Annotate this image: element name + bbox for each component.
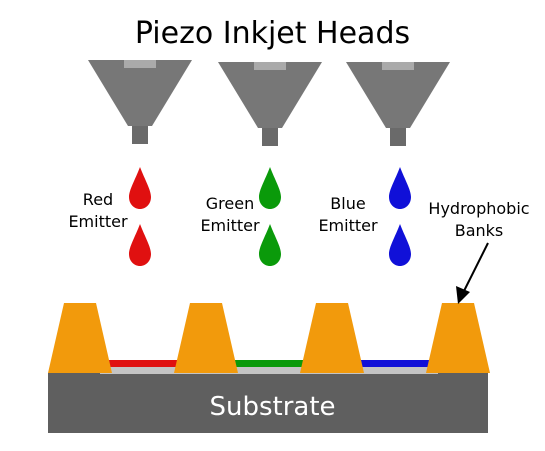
inkjet-head-nozzle bbox=[390, 128, 406, 146]
hydrophobic-banks-label-line1: Hydrophobic bbox=[428, 199, 530, 218]
red-droplet-upper bbox=[129, 167, 151, 209]
inkjet-head-body bbox=[88, 60, 192, 126]
blue-emitter-label-line2: Emitter bbox=[318, 216, 378, 235]
blue-droplets bbox=[389, 167, 411, 266]
blue-emitter-layer bbox=[360, 360, 434, 367]
red-emitter-layer bbox=[108, 360, 182, 367]
red-emitter-label-line1: Red bbox=[82, 190, 114, 209]
blue-droplet-upper bbox=[389, 167, 411, 209]
green-emitter-label-line2: Emitter bbox=[200, 216, 260, 235]
hydrophobic-banks-label-line2: Banks bbox=[454, 221, 504, 240]
green-droplet-lower bbox=[259, 224, 281, 266]
green-droplets bbox=[259, 167, 281, 266]
hydrophobic-bank-3 bbox=[300, 303, 364, 373]
inkjet-head-1 bbox=[88, 60, 192, 144]
inkjet-head-nozzle bbox=[132, 126, 148, 144]
substrate-label: Substrate bbox=[209, 392, 336, 422]
inkjet-head-top-highlight bbox=[124, 60, 156, 68]
green-emitter-label: Green Emitter bbox=[190, 193, 270, 237]
blue-emitter-label: Blue Emitter bbox=[308, 193, 388, 237]
red-emitter-label: Red Emitter bbox=[58, 189, 138, 233]
red-droplets bbox=[129, 167, 151, 266]
substrate-layer bbox=[48, 373, 488, 433]
inkjet-head-2 bbox=[218, 62, 322, 146]
banks-pointer-arrow-head bbox=[456, 286, 470, 304]
blue-droplet-lower bbox=[389, 224, 411, 266]
inkjet-head-body bbox=[346, 62, 450, 128]
hydrophobic-bank-1 bbox=[48, 303, 112, 373]
banks-pointer-arrow-line bbox=[462, 242, 489, 294]
inkjet-head-body bbox=[218, 62, 322, 128]
hydrophobic-bank-2 bbox=[174, 303, 238, 373]
green-droplet-upper bbox=[259, 167, 281, 209]
green-emitter-label-line1: Green bbox=[205, 194, 255, 213]
diagram-title: Piezo Inkjet Heads bbox=[134, 16, 411, 51]
red-droplet-lower bbox=[129, 224, 151, 266]
red-emitter-label-line2: Emitter bbox=[68, 212, 128, 231]
hydrophobic-bank-4 bbox=[426, 303, 490, 373]
inkjet-head-3 bbox=[346, 62, 450, 146]
inkjet-head-nozzle bbox=[262, 128, 278, 146]
inkjet-head-top-highlight bbox=[254, 62, 286, 70]
electrode-film bbox=[100, 366, 438, 374]
inkjet-head-top-highlight bbox=[382, 62, 414, 70]
hydrophobic-banks-label: Hydrophobic Banks bbox=[420, 198, 538, 242]
green-emitter-layer bbox=[234, 360, 308, 367]
blue-emitter-label-line1: Blue bbox=[330, 194, 366, 213]
